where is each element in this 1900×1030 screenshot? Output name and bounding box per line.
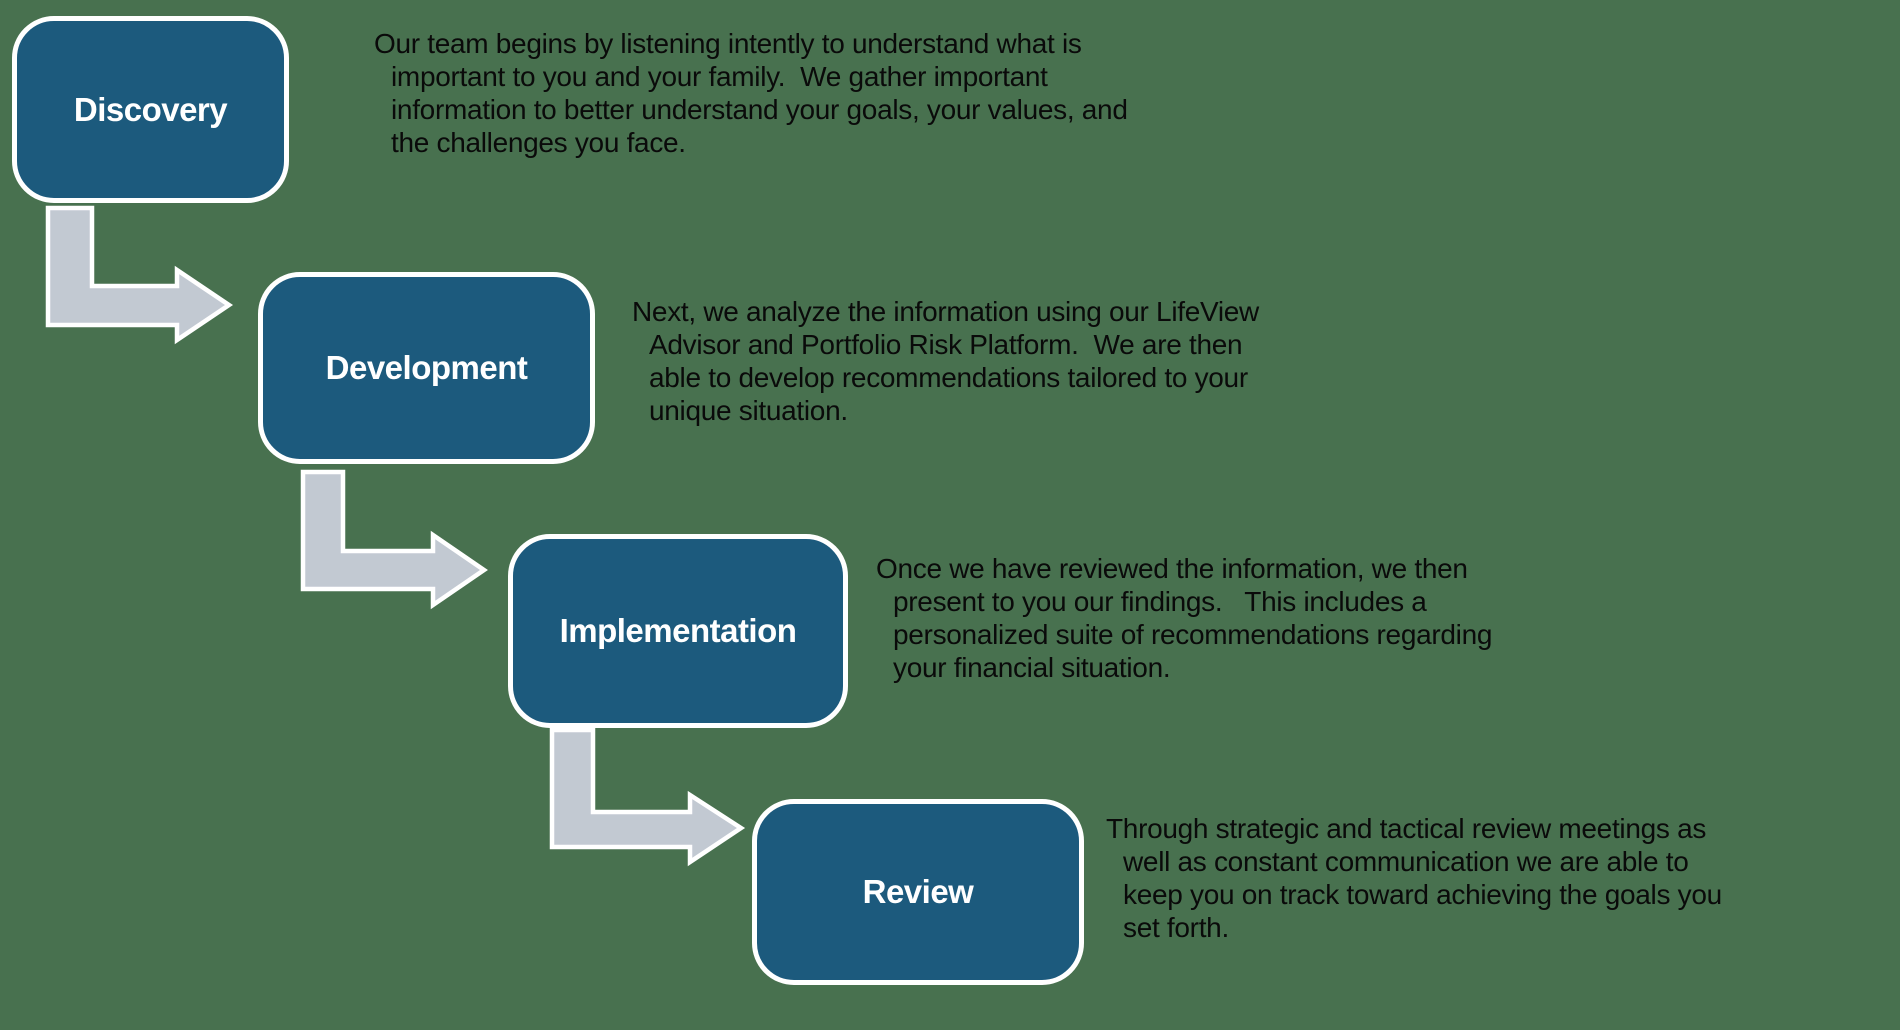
stage-description-discovery: Our team begins by listening intently to… — [374, 27, 1128, 159]
stage-box-discovery: Discovery — [12, 16, 289, 203]
stage-label: Development — [325, 349, 528, 386]
stage-description-review: Through strategic and tactical review me… — [1106, 812, 1722, 944]
stage-box-development: Development — [258, 272, 595, 464]
description-line: your financial situation. — [893, 652, 1171, 683]
description-line: Once we have reviewed the information, w… — [876, 553, 1468, 584]
description-line: unique situation. — [649, 395, 848, 426]
description-line: important to you and your family. We gat… — [391, 61, 1048, 92]
description-line: set forth. — [1123, 912, 1229, 943]
description-line: well as constant communication we are ab… — [1123, 846, 1689, 877]
stage-description-development: Next, we analyze the information using o… — [632, 295, 1259, 427]
description-line: Advisor and Portfolio Risk Platform. We … — [649, 329, 1243, 360]
description-line: Our team begins by listening intently to… — [374, 28, 1082, 59]
description-line: the challenges you face. — [391, 127, 686, 158]
description-line: present to you our findings. This includ… — [893, 586, 1427, 617]
description-line: information to better understand your go… — [391, 94, 1128, 125]
description-line: Next, we analyze the information using o… — [632, 296, 1259, 327]
stage-box-implementation: Implementation — [508, 534, 848, 728]
elbow-arrow-development-to-implementation — [300, 469, 488, 610]
description-line: personalized suite of recommendations re… — [893, 619, 1493, 650]
stage-label: Discovery — [73, 90, 228, 128]
elbow-arrow-implementation-to-review — [549, 727, 746, 867]
description-line: Through strategic and tactical review me… — [1106, 813, 1707, 844]
stage-box-review: Review — [752, 799, 1084, 985]
description-line: keep you on track toward achieving the g… — [1123, 879, 1722, 910]
stage-description-implementation: Once we have reviewed the information, w… — [876, 552, 1492, 684]
stage-label: Review — [862, 873, 974, 910]
elbow-arrow-discovery-to-development — [45, 205, 234, 345]
stage-label: Implementation — [559, 612, 797, 649]
description-line: able to develop recommendations tailored… — [649, 362, 1248, 393]
